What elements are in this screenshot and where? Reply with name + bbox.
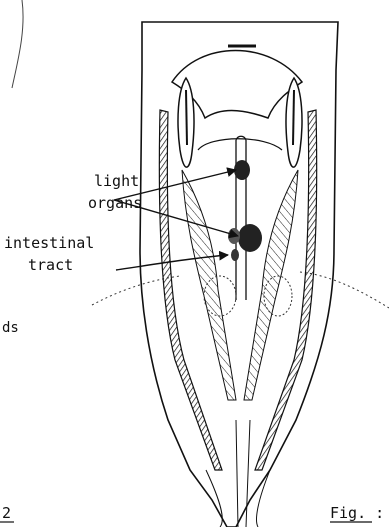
tail-lines [236,420,250,527]
light-organ-upper [234,160,250,180]
label-light: light [94,172,139,190]
left-gill [182,170,236,400]
inner-cavity [198,139,282,150]
intestine-knot [231,249,239,261]
label-tract: tract [28,256,73,274]
page-number: 2 [2,504,11,522]
intestine-bulb [228,228,240,244]
label-organs: organs [88,194,142,212]
right-gill [244,170,298,400]
label-intestinal: intestinal [4,234,94,252]
page-edge-line [12,0,23,88]
label-left-fragment: ds [2,320,19,336]
light-organ-lower [238,224,262,252]
figure-label-fragment: Fig. : [330,504,384,522]
